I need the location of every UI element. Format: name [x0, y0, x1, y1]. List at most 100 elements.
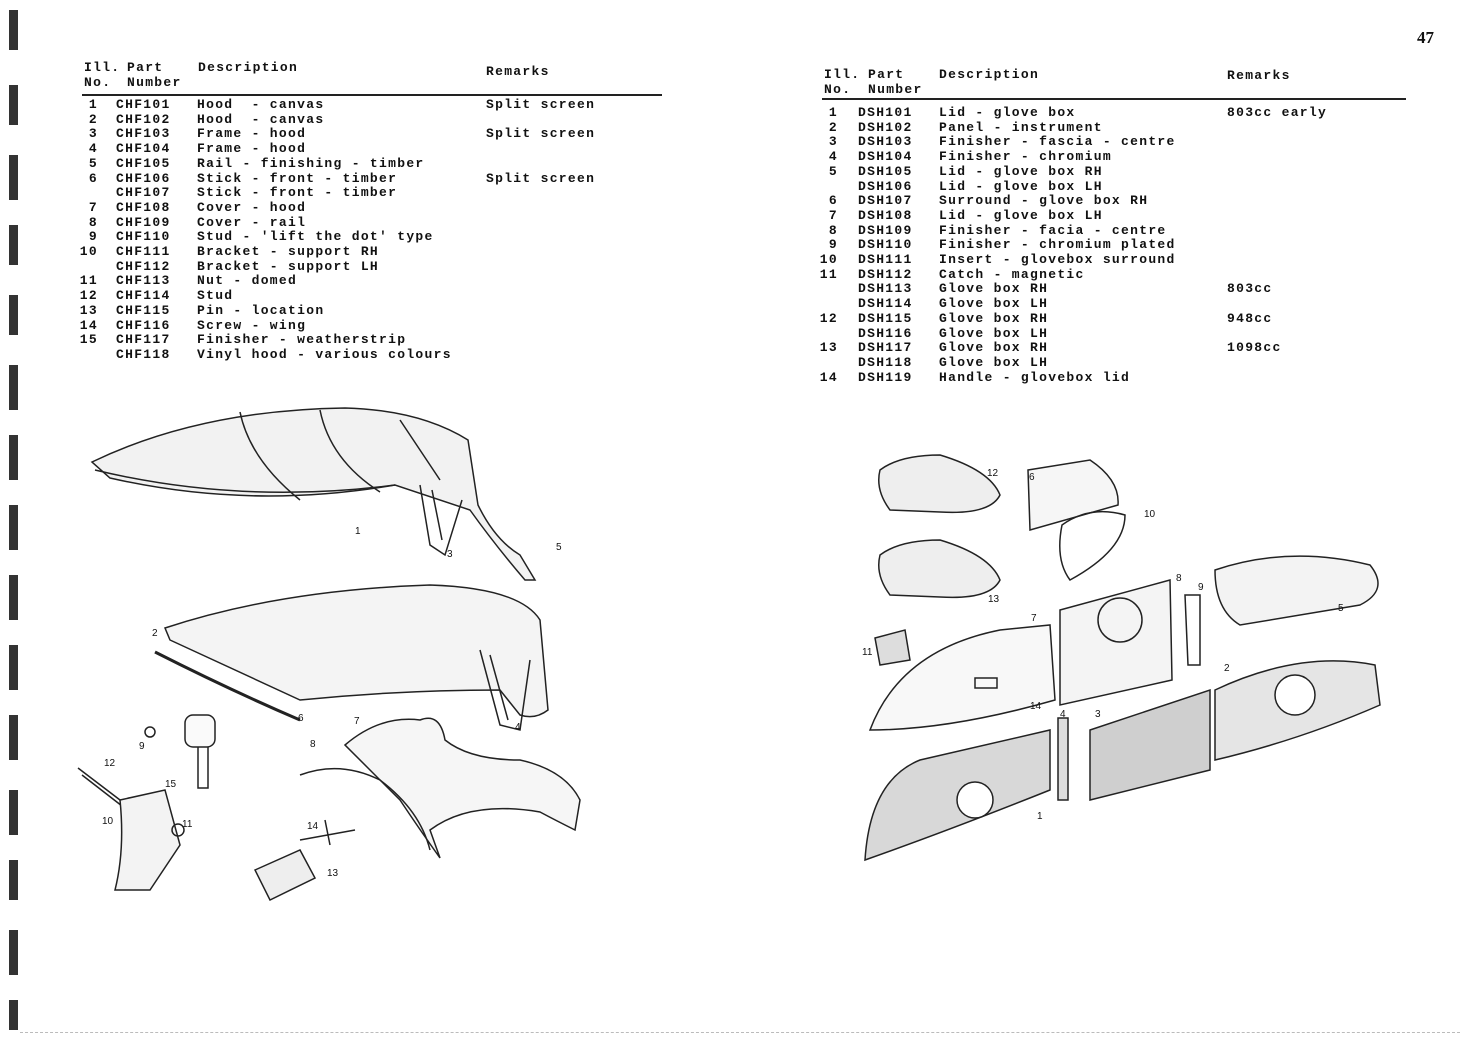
- remarks: 803cc early: [1227, 105, 1328, 120]
- callout-2: 2: [152, 628, 158, 639]
- part-number: CHF116: [116, 317, 171, 333]
- binding-mark: [9, 505, 18, 550]
- remarks: 803cc: [1227, 281, 1273, 297]
- header-part: Part: [127, 60, 164, 75]
- description: Handle - glovebox lid: [939, 369, 1131, 385]
- header-description: Description: [198, 60, 299, 75]
- description: Catch - magnetic: [939, 266, 1085, 282]
- description: Stud: [197, 288, 234, 304]
- description: Hood - canvas: [197, 97, 325, 112]
- callout-4: 4: [1060, 709, 1066, 720]
- part-number: DSH116: [858, 325, 913, 341]
- part-number: CHF117: [116, 332, 171, 348]
- binding-mark: [9, 645, 18, 690]
- ill-number: 14: [819, 369, 838, 385]
- callout-4: 4: [515, 722, 521, 733]
- ill-number: 8: [828, 222, 838, 238]
- table-row: CHF107 Stick - front - timber: [82, 185, 664, 200]
- callout-15: 15: [165, 779, 177, 790]
- part-number: CHF108: [116, 199, 171, 215]
- description: Pin - location: [197, 302, 325, 318]
- description: Hood - canvas: [197, 111, 325, 127]
- callout-1: 1: [1037, 811, 1043, 822]
- description: Glove box LH: [939, 354, 1049, 370]
- description: Cover - hood: [197, 199, 307, 215]
- description: Panel - instrument: [939, 119, 1103, 135]
- remarks: 1098cc: [1227, 340, 1282, 356]
- callout-2: 2: [1224, 663, 1230, 674]
- hood-diagram: [77, 407, 581, 902]
- binding-mark: [9, 85, 18, 125]
- description: Glove box RH: [939, 281, 1049, 297]
- remarks: Split screen: [486, 97, 596, 112]
- description: Frame - hood: [197, 126, 307, 142]
- callout-6: 6: [1029, 472, 1035, 483]
- page-number: 47: [1417, 28, 1434, 47]
- part-number: DSH112: [858, 266, 913, 282]
- ill-number: 7: [828, 207, 838, 223]
- description: Finisher - chromium plated: [939, 237, 1176, 253]
- part-number: DSH113: [858, 281, 913, 297]
- part-number: DSH117: [858, 340, 913, 356]
- callout-12: 12: [987, 468, 999, 479]
- part-number: CHF101: [116, 97, 171, 112]
- table-row: 12 DSH115 Glove box RH 948cc: [820, 310, 1408, 326]
- description: Stud - 'lift the dot' type: [197, 229, 434, 245]
- description: Glove box RH: [939, 310, 1049, 326]
- table-row: DSH113 Glove box RH 803cc: [822, 281, 1408, 296]
- binding-mark: [9, 435, 18, 480]
- callout-7: 7: [1031, 613, 1037, 624]
- header-number: Number: [868, 82, 923, 97]
- header-number: Number: [127, 75, 182, 90]
- description: Bracket - support LH: [197, 258, 380, 274]
- description: Glove box LH: [939, 325, 1049, 341]
- ill-number: 5: [828, 163, 838, 179]
- ill-number: 12: [819, 310, 838, 326]
- part-number: DSH115: [858, 310, 913, 326]
- ill-number: 14: [79, 317, 98, 333]
- part-number: CHF103: [116, 126, 171, 142]
- header-no: No.: [84, 75, 112, 90]
- ill-number: 2: [88, 111, 98, 127]
- header-no: No.: [824, 82, 852, 97]
- ill-number: 13: [819, 340, 838, 356]
- binding-mark: [9, 295, 18, 335]
- callout-3: 3: [447, 549, 453, 560]
- description: Insert - glovebox surround: [939, 252, 1176, 267]
- header-remarks: Remarks: [486, 64, 550, 79]
- binding-mark: [9, 715, 18, 760]
- remarks: 948cc: [1227, 310, 1273, 326]
- part-number: CHF111: [116, 244, 171, 259]
- remarks: Split screen: [486, 170, 596, 186]
- table-row: DSH116 Glove box LH: [822, 326, 1408, 341]
- callout-7: 7: [354, 716, 360, 727]
- part-number: CHF114: [116, 288, 171, 304]
- binding-mark: [9, 365, 18, 410]
- ill-number: 1: [88, 97, 98, 112]
- part-number: DSH106: [858, 178, 913, 194]
- part-number: DSH109: [858, 222, 913, 238]
- description: Stick - front - timber: [197, 185, 398, 201]
- callout-14: 14: [307, 821, 319, 832]
- ill-number: 1: [828, 105, 838, 120]
- callout-1: 1: [355, 526, 361, 537]
- part-number: CHF107: [116, 185, 171, 201]
- part-number: CHF105: [116, 155, 171, 171]
- description: Surround - glove box RH: [939, 193, 1149, 209]
- description: Cover - rail: [197, 214, 307, 230]
- binding-mark: [9, 790, 18, 835]
